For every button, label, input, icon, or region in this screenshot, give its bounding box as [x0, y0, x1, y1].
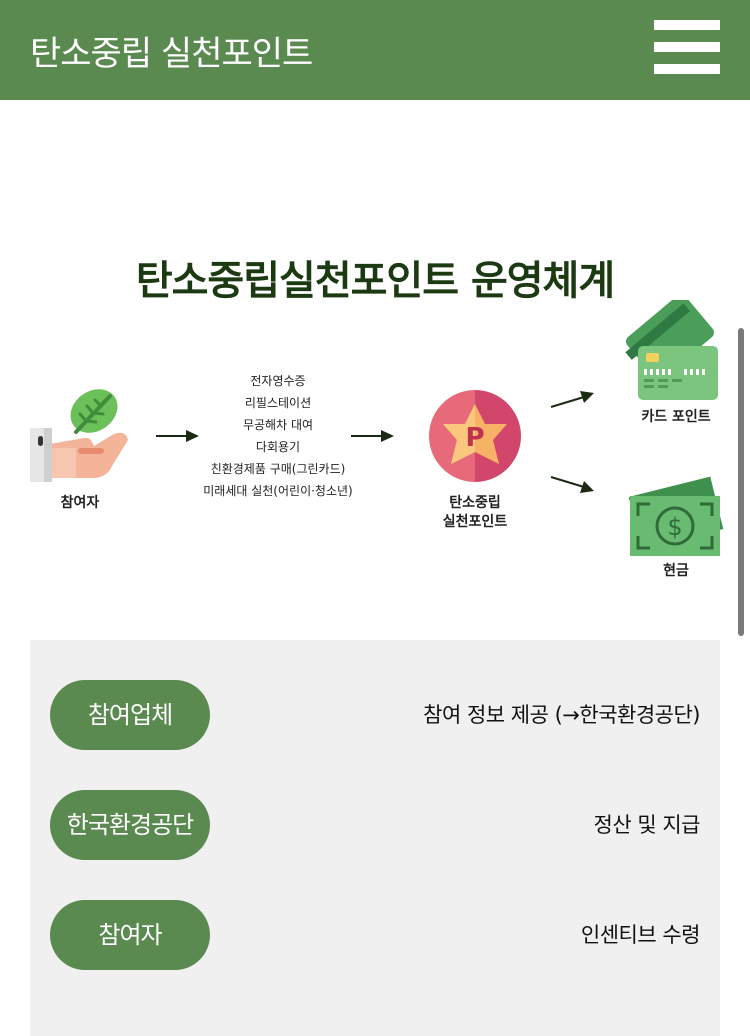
role-description: 인센티브 수령: [580, 923, 701, 947]
list-item: 리필스테이션: [244, 396, 312, 410]
list-item: 미래세대 실천(어린이·청소년): [203, 484, 353, 498]
role-description: 정산 및 지급: [593, 813, 701, 837]
diagram-title: 탄소중립실천포인트 운영체계: [135, 258, 615, 304]
svg-text:$: $: [667, 513, 682, 541]
credit-card-icon: [625, 300, 718, 400]
list-item: 전자영수증: [250, 374, 306, 388]
card-points-label: 카드 포인트: [641, 409, 711, 425]
page-title: 탄소중립 실천포인트: [30, 34, 313, 74]
role-row: 참여자 인센티브 수령: [30, 900, 720, 970]
scrollbar[interactable]: [738, 328, 744, 636]
app-header: 탄소중립 실천포인트: [0, 0, 750, 100]
cash-icon: $: [628, 476, 724, 556]
menu-bar-middle: [654, 42, 720, 52]
points-label: 탄소중립 실천포인트: [420, 494, 530, 532]
hamburger-menu-icon[interactable]: [648, 14, 726, 80]
arrow-icon: [156, 430, 199, 442]
role-pill-korea-environment-corporation[interactable]: 한국환경공단: [50, 790, 210, 860]
menu-bar-top: [654, 20, 720, 30]
role-panel: 참여업체 참여 정보 제공 (→한국환경공단) 한국환경공단 정산 및 지급 참…: [30, 640, 720, 1036]
cash-label: 현금: [663, 563, 689, 579]
point-badge-icon: P: [429, 390, 521, 482]
list-item: 친환경제품 구매(그린카드): [210, 462, 346, 476]
menu-bar-bottom: [654, 64, 720, 74]
participant-label: 참여자: [60, 495, 100, 511]
points-label-line1: 탄소중립: [449, 495, 501, 511]
points-label-line2: 실천포인트: [442, 514, 508, 530]
arrow-icon: [550, 391, 594, 408]
role-row: 참여업체 참여 정보 제공 (→한국환경공단): [30, 680, 720, 750]
arrow-icon: [550, 476, 594, 493]
point-badge-letter: P: [465, 423, 484, 453]
hand-leaf-icon: [30, 389, 128, 482]
arrow-icon: [351, 430, 394, 442]
role-pill-participant[interactable]: 참여자: [50, 900, 210, 970]
role-pill-participating-company[interactable]: 참여업체: [50, 680, 210, 750]
role-description: 참여 정보 제공 (→한국환경공단): [423, 703, 700, 727]
list-item: 무공해차 대여: [242, 418, 314, 432]
list-item: 다회용기: [255, 440, 301, 454]
activity-list: 전자영수증 리필스테이션 무공해차 대여 다회용기 친환경제품 구매(그린카드)…: [196, 370, 360, 502]
role-row: 한국환경공단 정산 및 지급: [30, 790, 720, 860]
